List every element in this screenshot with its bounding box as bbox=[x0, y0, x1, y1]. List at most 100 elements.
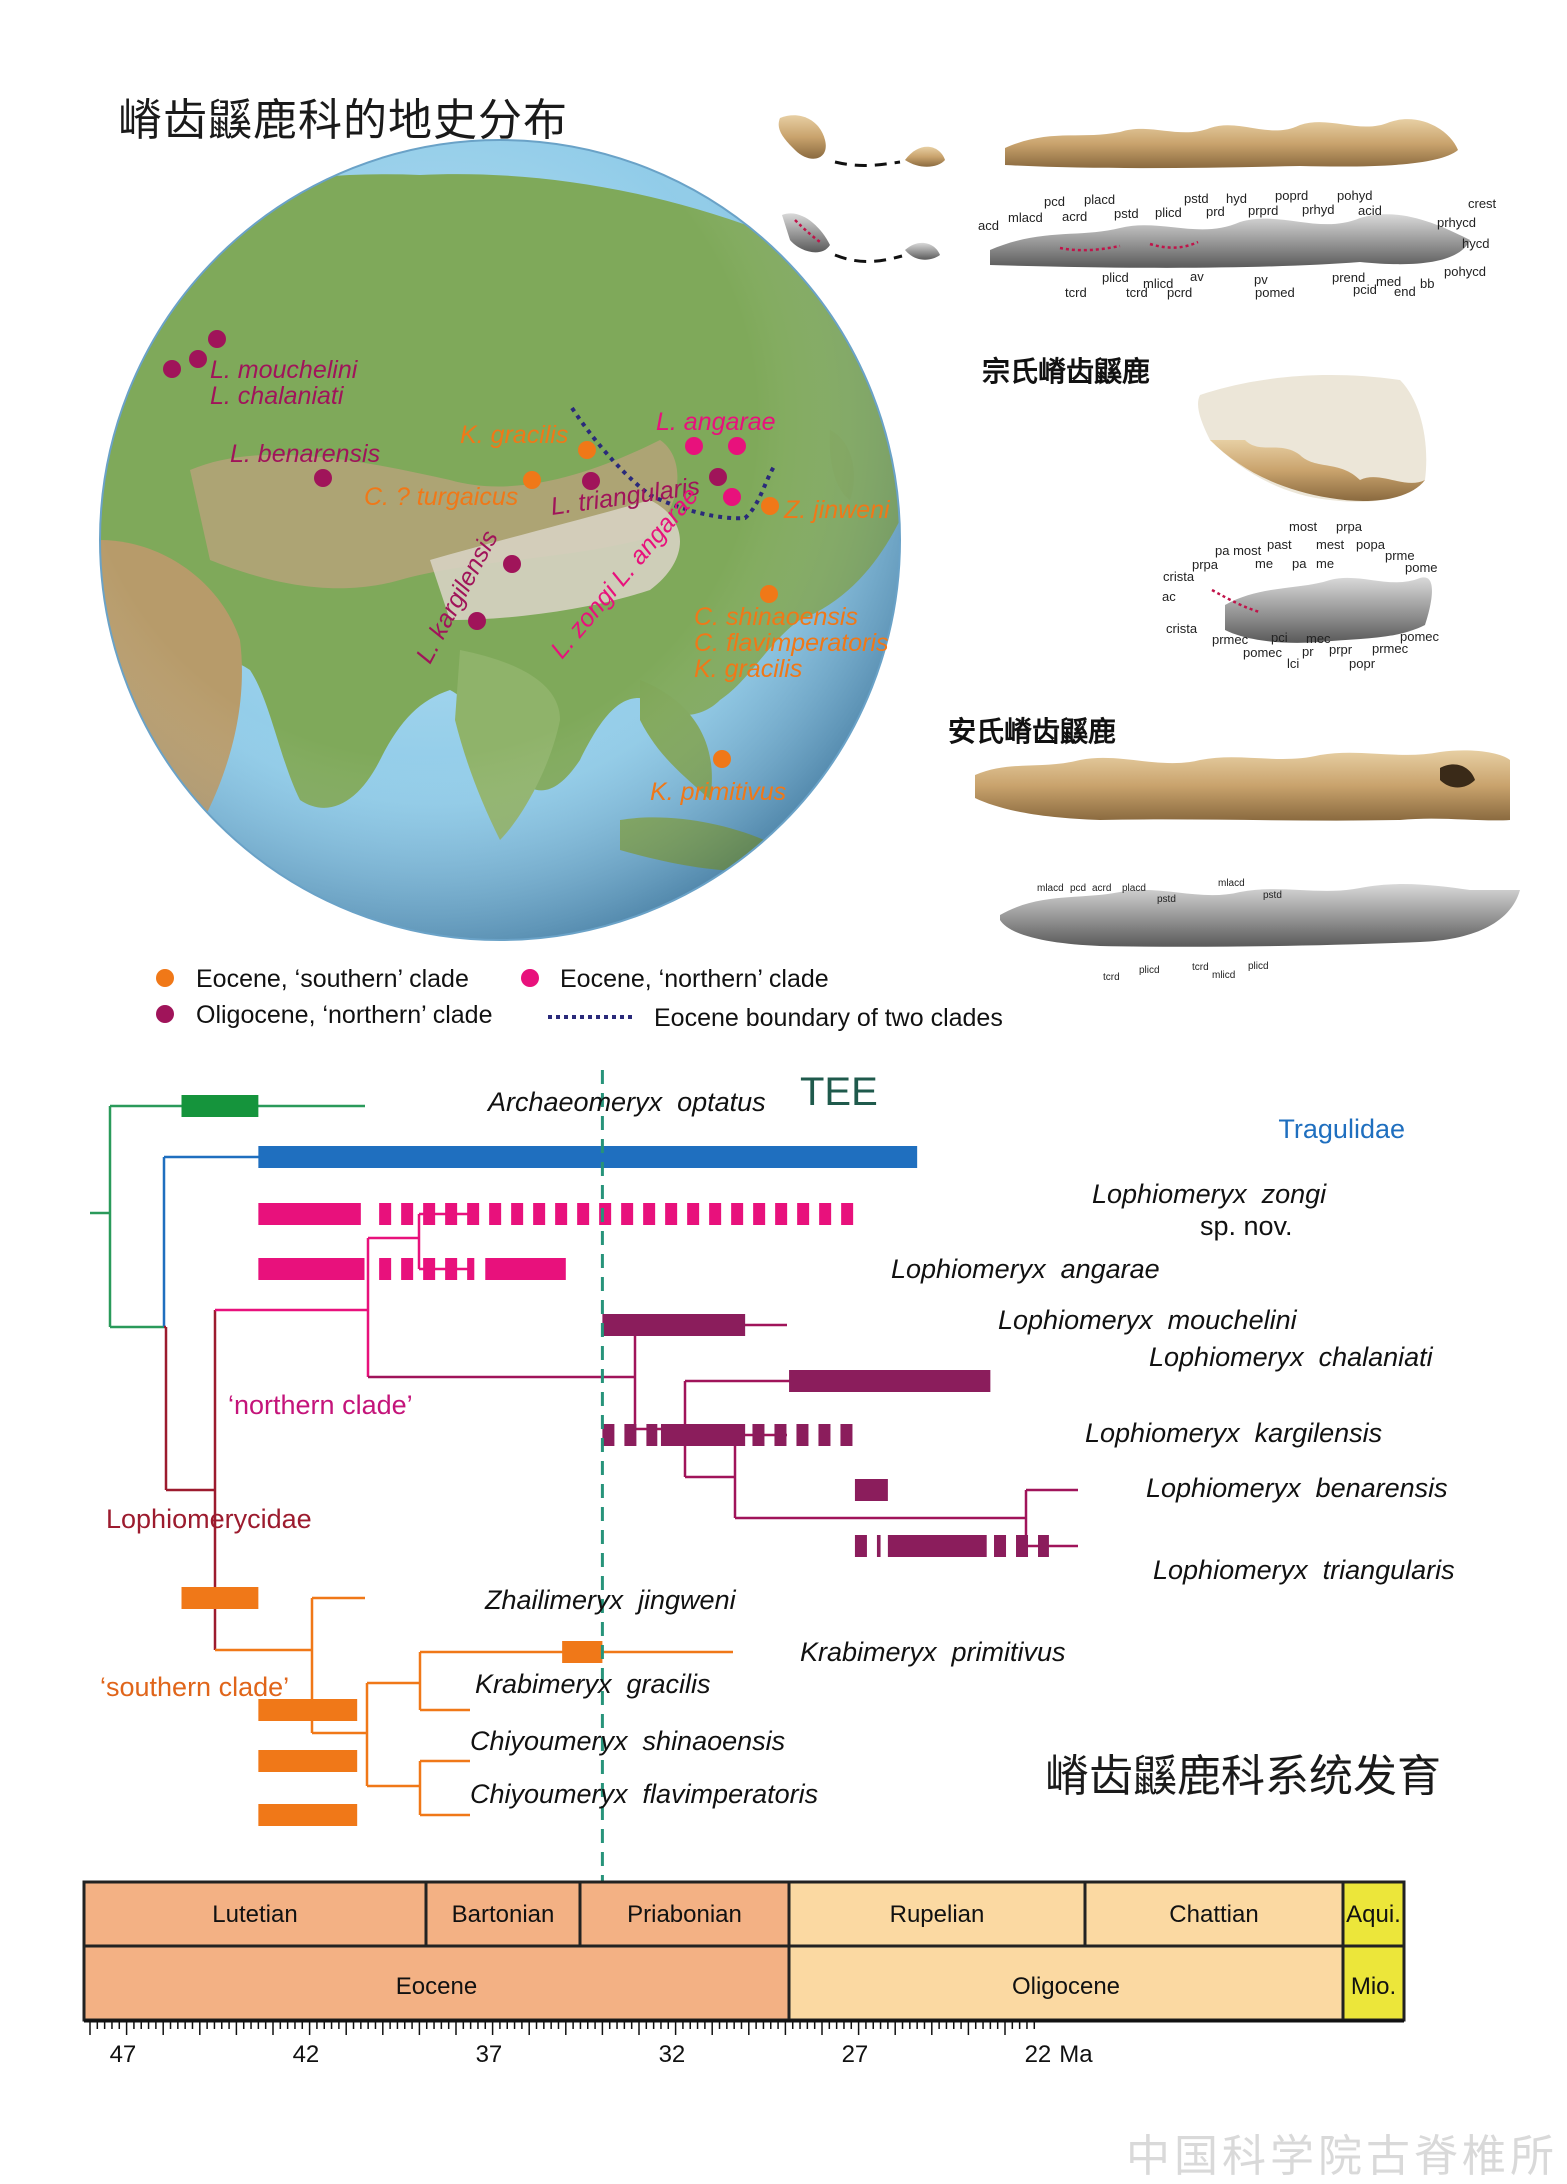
phylogeny-clade-labels: ‘northern clade’ Lophiomerycidae ‘southe… bbox=[100, 1070, 1405, 1702]
tooth-structure-label: prmec bbox=[1212, 632, 1249, 647]
range-bar-solid bbox=[258, 1699, 358, 1721]
tooth-structure-label: mlacd bbox=[1008, 210, 1043, 225]
map-label: L. benarensis bbox=[230, 440, 380, 468]
stage-label: Aqui. bbox=[1346, 1901, 1401, 1928]
range-bar-dash bbox=[818, 1424, 831, 1446]
range-bar-dash bbox=[379, 1258, 392, 1280]
map-points bbox=[163, 330, 779, 768]
map-point-oligocene bbox=[163, 360, 181, 378]
clade-label-tragulidae: Tragulidae bbox=[1278, 1114, 1405, 1144]
epoch-label: Eocene bbox=[396, 1973, 477, 2000]
range-bar-dash bbox=[731, 1203, 744, 1225]
watermark: 中国科学院古脊椎所 bbox=[1126, 2131, 1558, 2182]
tooth-structure-label: plicd bbox=[1102, 270, 1129, 285]
range-bar-dash bbox=[379, 1203, 392, 1225]
tooth-structure-label: acd bbox=[978, 218, 999, 233]
tooth-structure-label: prprd bbox=[1248, 203, 1278, 218]
tooth-structure-label: poprd bbox=[1275, 188, 1308, 203]
stage-label: Lutetian bbox=[212, 1901, 297, 1928]
map-label: K. gracilis bbox=[460, 421, 568, 449]
tooth-structure-label: prhyd bbox=[1302, 202, 1335, 217]
legend-dot-northern bbox=[521, 969, 539, 987]
tooth-structure-label: av bbox=[1190, 269, 1204, 284]
tooth-structure-label: acrd bbox=[1062, 209, 1087, 224]
map-point-oligocene bbox=[189, 350, 207, 368]
range-bar-dash bbox=[401, 1258, 414, 1280]
epoch-label: Mio. bbox=[1351, 1973, 1396, 2000]
epoch-label: Oligocene bbox=[1012, 1973, 1120, 2000]
taxon-label: Lophiomeryx angarae bbox=[891, 1254, 1160, 1284]
tooth-structure-label: tcrd bbox=[1065, 285, 1087, 300]
tee-label: TEE bbox=[800, 1070, 878, 1114]
tooth-structure-label: pstd bbox=[1114, 206, 1139, 221]
range-bar-dash bbox=[774, 1424, 787, 1446]
tooth-structure-label: plicd bbox=[1139, 965, 1160, 976]
range-bar-dash bbox=[1038, 1535, 1049, 1557]
range-bar-dash bbox=[876, 1535, 881, 1557]
tooth-structure-label: prpa bbox=[1192, 557, 1219, 572]
range-bar-solid bbox=[485, 1258, 566, 1280]
taxon-label: Lophiomeryx zongi bbox=[1092, 1179, 1327, 1209]
map-label: C. flavimperatoris bbox=[694, 629, 889, 657]
range-bar-solid bbox=[258, 1203, 361, 1225]
range-bar-dash bbox=[994, 1535, 1007, 1557]
stage-label: Chattian bbox=[1169, 1901, 1258, 1928]
range-bar-dash bbox=[797, 1203, 810, 1225]
time-tick-label: 32 bbox=[659, 2041, 686, 2068]
tooth-structure-label: pohycd bbox=[1444, 264, 1486, 279]
tooth-panel-zongi-photo-2 bbox=[1198, 375, 1427, 502]
map-point-oligocene bbox=[503, 555, 521, 573]
legend-northern-label: Eocene, ‘northern’ clade bbox=[560, 965, 829, 993]
tooth-structure-label: me bbox=[1316, 556, 1334, 571]
tooth-structure-label: pa bbox=[1292, 556, 1307, 571]
tooth-panel-zongi-photo bbox=[778, 115, 1458, 169]
taxon-label: Lophiomeryx chalaniati bbox=[1149, 1342, 1434, 1372]
tooth-structure-label: most bbox=[1289, 519, 1318, 534]
tooth-structure-label: pa most bbox=[1215, 543, 1262, 558]
range-bar-solid bbox=[258, 1146, 918, 1168]
time-tick-label: 22 bbox=[1025, 2041, 1052, 2068]
map-label: C. shinaoensis bbox=[694, 603, 858, 631]
taxon-label: Archaeomeryx optatus bbox=[486, 1087, 766, 1117]
species-angarae-title: 安氏嵴齿鼷鹿 bbox=[948, 715, 1117, 748]
tooth-structure-label: end bbox=[1394, 284, 1416, 299]
species-zongi-title: 宗氏嵴齿鼷鹿 bbox=[982, 355, 1151, 388]
range-bar-solid bbox=[258, 1804, 358, 1826]
map-point-oligocene bbox=[468, 612, 486, 630]
time-tick-label: 42 bbox=[293, 2041, 320, 2068]
legend-dot-oligocene bbox=[156, 1005, 174, 1023]
tooth-structure-label: mest bbox=[1316, 537, 1345, 552]
tooth-structure-label: me bbox=[1255, 556, 1273, 571]
range-bar-solid bbox=[660, 1424, 746, 1446]
tooth-structure-label: past bbox=[1267, 537, 1292, 552]
tooth-structure-label: crista bbox=[1166, 621, 1198, 636]
tooth-structure-label: plicd bbox=[1248, 961, 1269, 972]
range-bar-dash bbox=[533, 1203, 546, 1225]
taxon-label: Lophiomeryx mouchelini bbox=[998, 1305, 1298, 1335]
map-point-northern bbox=[723, 488, 741, 506]
range-bar-solid bbox=[562, 1641, 603, 1663]
tooth-structure-label: mlacd bbox=[1218, 878, 1245, 889]
taxon-label: Lophiomeryx kargilensis bbox=[1085, 1418, 1382, 1448]
range-bar-solid bbox=[789, 1370, 991, 1392]
map-point-southern bbox=[523, 471, 541, 489]
map-point-oligocene bbox=[314, 469, 332, 487]
map-label: K. gracilis bbox=[694, 655, 802, 683]
stage-label: Bartonian bbox=[452, 1901, 555, 1928]
taxon-label: Krabimeryx gracilis bbox=[475, 1669, 711, 1699]
tooth-structure-label: prme bbox=[1385, 548, 1415, 563]
time-tick-label: 27 bbox=[842, 2041, 869, 2068]
phylogeny-title: 嵴齿鼷鹿科系统发育 bbox=[1045, 1751, 1441, 1802]
range-bar-solid bbox=[181, 1587, 259, 1609]
tooth-structure-label: pv bbox=[1254, 272, 1268, 287]
map-label: L. mouchelini bbox=[210, 356, 359, 384]
tooth-structure-label: mlicd bbox=[1212, 970, 1235, 981]
map-point-oligocene bbox=[208, 330, 226, 348]
legend-southern-label: Eocene, ‘southern’ clade bbox=[196, 965, 469, 993]
tooth-structure-label: prhycd bbox=[1437, 215, 1476, 230]
time-tick-label: 47 bbox=[110, 2041, 137, 2068]
range-bar-dash bbox=[467, 1258, 475, 1280]
